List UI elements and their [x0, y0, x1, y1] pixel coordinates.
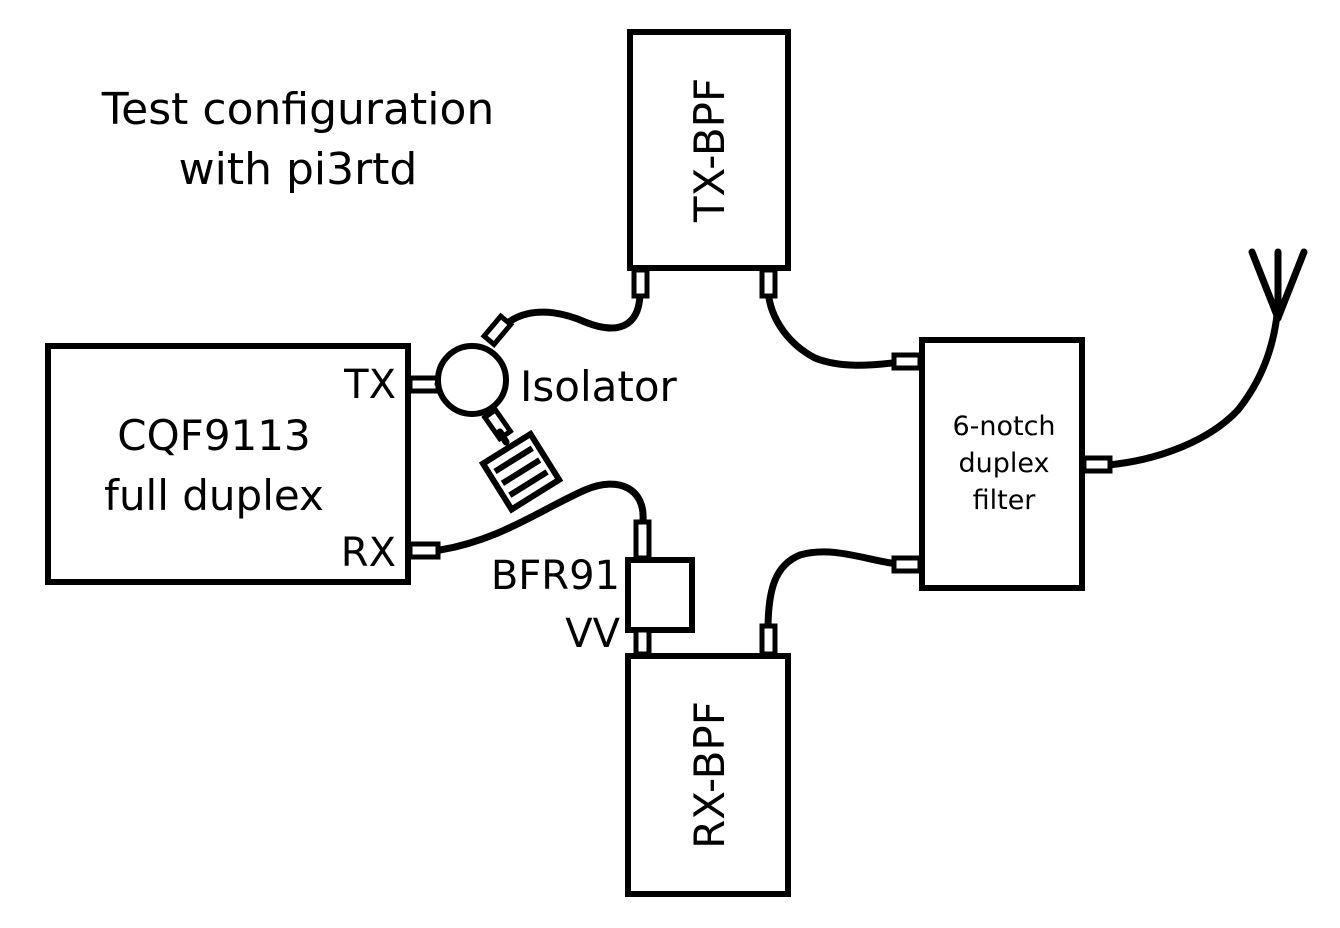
dummy-load-icon: [478, 429, 564, 514]
duplexer-tx-connector: [891, 352, 923, 371]
rx-filter-label: RX-BPF: [685, 701, 734, 849]
txbpf-output-connector: [759, 267, 778, 299]
rx-port-label: RX: [341, 530, 396, 576]
tx-port-label: TX: [343, 362, 396, 408]
duplex-filter: 6-notch duplex filter: [919, 337, 1085, 591]
transceiver-box: CQF9113 full duplex TX RX: [45, 343, 411, 585]
transceiver-mode: full duplex: [104, 471, 324, 520]
coax-cables: [436, 286, 1282, 634]
isolator: Isolator: [434, 312, 678, 514]
antenna-icon: [1248, 248, 1308, 322]
duplexer-line-1: 6-notch: [952, 411, 1055, 442]
tx-filter-label: TX-BPF: [685, 78, 734, 223]
duplexer-line-3: filter: [973, 485, 1037, 516]
bfr91-amplifier: BFR91 VV: [491, 553, 695, 657]
isolator-label: Isolator: [520, 362, 678, 411]
title-line-1: Test configuration: [101, 84, 495, 135]
rxbpf-output-connector: [759, 623, 778, 657]
duplexer-line-2: duplex: [958, 448, 1049, 479]
cable-isolator-to-txbpf: [493, 288, 644, 342]
cable-rxbpf-to-duplexer: [764, 548, 909, 634]
duplexer-rx-connector: [891, 555, 923, 574]
amplifier-output-connector: [633, 627, 652, 657]
amplifier-type-label: BFR91: [491, 553, 620, 599]
duplexer-antenna-connector: [1081, 455, 1113, 474]
amplifier-input-connector: [633, 519, 652, 561]
rx-bandpass-filter: RX-BPF: [625, 653, 791, 897]
title-line-2: with pi3rtd: [179, 144, 418, 195]
cable-txbpf-to-duplexer: [764, 286, 904, 369]
tx-bandpass-filter: TX-BPF: [627, 29, 791, 271]
amplifier-gain-label: VV: [565, 611, 620, 657]
transceiver-model: CQF9113: [117, 411, 310, 460]
isolator-output-connector: [480, 312, 515, 348]
tx-port-connector: [407, 375, 441, 394]
isolator-circle: [435, 343, 509, 417]
txbpf-input-connector: [631, 267, 650, 299]
diagram-title: Test configuration with pi3rtd: [101, 84, 495, 195]
rx-port-connector: [407, 541, 441, 560]
cable-rx-to-amplifier: [436, 480, 647, 554]
cable-duplexer-to-antenna: [1104, 301, 1282, 469]
